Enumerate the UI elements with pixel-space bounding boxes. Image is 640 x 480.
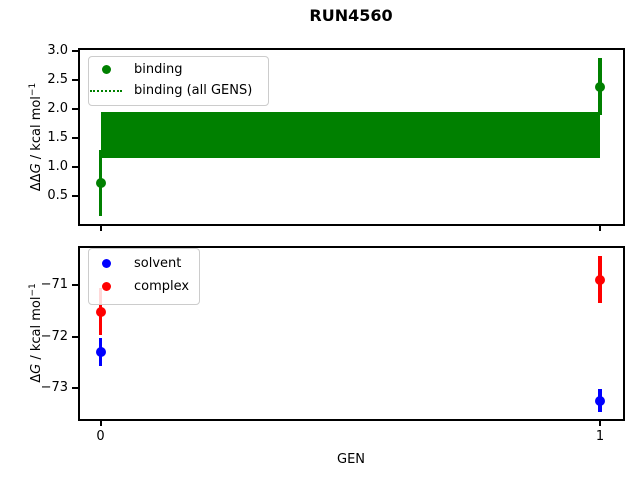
- dotted-mean-line-binding (all GENS): [100, 133, 600, 136]
- legend-item-binding: binding: [89, 59, 268, 80]
- bottom-legend: solvent complex: [88, 248, 200, 305]
- axes-spine-bottom: [78, 224, 625, 226]
- axes-spine-right: [623, 246, 625, 421]
- top-axes: 3.0 2.5 2.0 1.5 1.0 0.5: [47, 43, 625, 231]
- binding-dot-icon: [101, 65, 111, 74]
- y-tick-mark: [72, 165, 78, 168]
- complex-dot-icon: [101, 282, 111, 291]
- y-tick-mark: [72, 49, 78, 52]
- x-tick-mark: [599, 226, 601, 231]
- legend-label: complex: [134, 279, 190, 294]
- y-tick-mark: [72, 194, 78, 197]
- x-tick-label: 0: [96, 429, 105, 444]
- marker-complex-gen0: [95, 306, 106, 317]
- axes-spine-bottom: [78, 419, 625, 421]
- y-tick-label: −72: [40, 328, 68, 344]
- axes-spine-left: [78, 48, 80, 226]
- marker-complex-gen1: [595, 274, 605, 285]
- y-tick-label: 1.0: [47, 158, 68, 174]
- top-y-axis-label: ΔΔG / kcal mol−1: [28, 83, 44, 191]
- y-tick-mark: [72, 283, 78, 286]
- bottom-axes: −71 −72 −73 0 1: [41, 246, 625, 444]
- x-tick-label: 1: [595, 429, 605, 444]
- dotted-line-icon: [90, 89, 122, 92]
- y-tick-mark: [72, 136, 78, 139]
- y-tick-label: −71: [40, 276, 68, 292]
- marker-solvent-gen1: [595, 395, 605, 406]
- ylabel-prefix: Δ: [29, 373, 45, 383]
- ylabel-unit: / kcal mol: [29, 296, 45, 364]
- y-tick-label: 2.5: [47, 71, 68, 87]
- axes-spine-top: [78, 48, 625, 50]
- y-tick-label: 2.0: [47, 100, 68, 116]
- ylabel-prefix: ΔΔ: [29, 173, 45, 192]
- legend-label: binding (all GENS): [134, 83, 253, 98]
- top-legend: binding binding (all GENS): [88, 56, 269, 106]
- legend-label: solvent: [134, 256, 182, 271]
- y-tick-label: 1.5: [47, 129, 68, 145]
- y-tick-label: 0.5: [47, 187, 68, 203]
- bottom-y-axis-label: ΔG / kcal mol−1: [28, 283, 44, 383]
- solvent-dot-icon: [101, 259, 111, 268]
- x-tick-mark: [99, 421, 102, 426]
- axes-spine-right: [623, 48, 625, 226]
- chart-title: RUN4560: [309, 6, 393, 25]
- marker-binding-gen1: [595, 81, 605, 92]
- marker-solvent-gen0: [95, 346, 106, 357]
- axes-spine-top: [78, 246, 625, 248]
- legend-item-complex: complex: [89, 275, 199, 298]
- x-tick-mark: [99, 226, 102, 231]
- marker-binding-gen0: [95, 178, 106, 189]
- y-tick-mark: [72, 335, 78, 338]
- legend-label: binding: [134, 62, 183, 77]
- ylabel-superscript: −1: [27, 283, 38, 297]
- x-tick-mark: [599, 421, 601, 426]
- y-tick-mark: [72, 107, 78, 110]
- y-tick-label: −73: [40, 380, 68, 396]
- x-axis-label: GEN: [336, 452, 366, 467]
- axes-spine-left: [78, 246, 80, 421]
- legend-item-solvent: solvent: [89, 252, 199, 275]
- ylabel-superscript: −1: [27, 82, 38, 97]
- y-tick-mark: [72, 387, 78, 390]
- ylabel-variable: G: [29, 363, 45, 374]
- y-tick-label: 3.0: [47, 42, 68, 58]
- y-tick-mark: [72, 78, 78, 81]
- legend-item-binding-all-gens: binding (all GENS): [89, 80, 268, 101]
- ylabel-unit: / kcal mol: [29, 96, 45, 164]
- ylabel-variable: G: [29, 163, 45, 174]
